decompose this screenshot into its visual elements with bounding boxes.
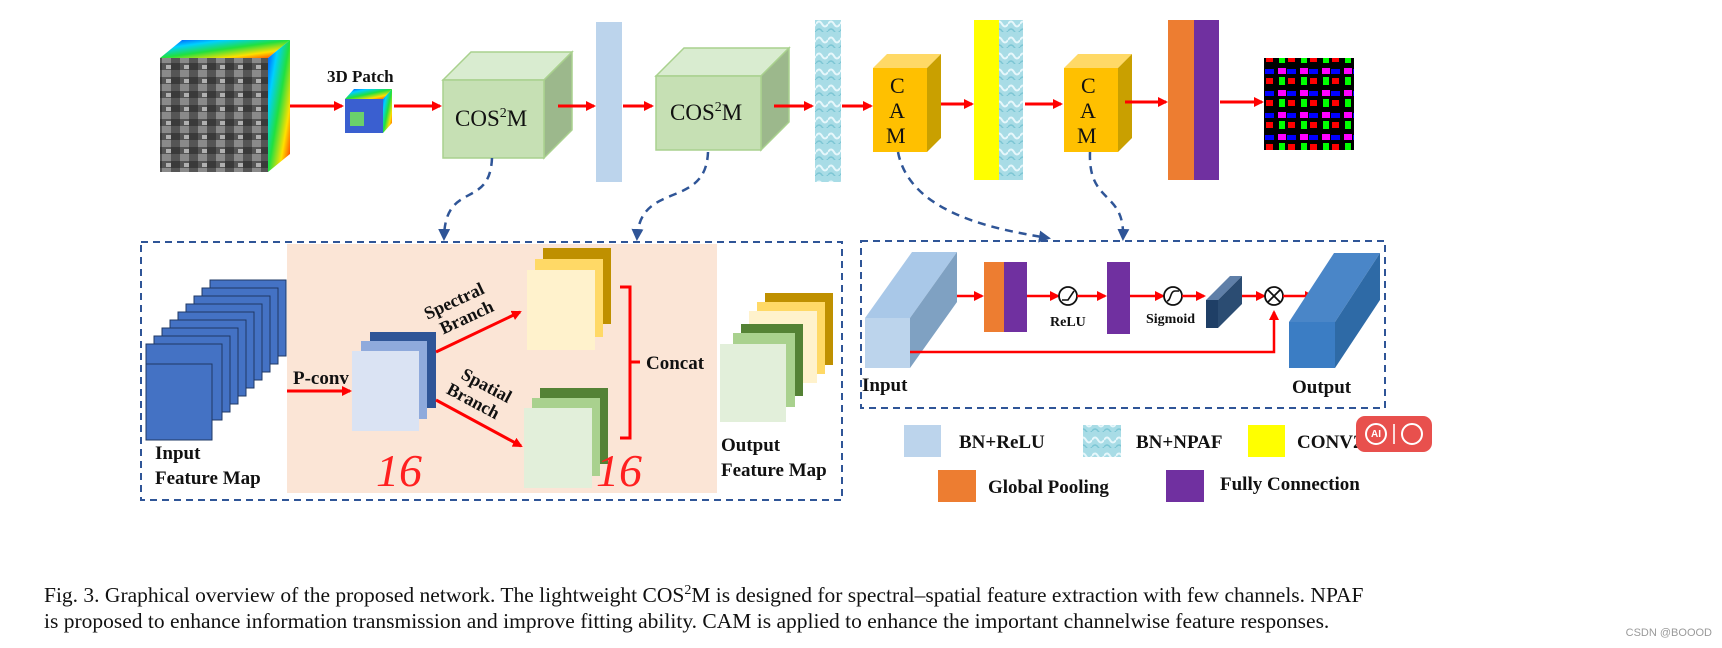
- legend-swatch-fully-connection: [1166, 470, 1204, 502]
- global-pooling-layer: [1168, 20, 1194, 180]
- legend: BN+ReLU BN+NPAF CONV2D Global Pooling Fu…: [904, 425, 1376, 502]
- cam-fc-bar-1: [1004, 262, 1027, 332]
- classification-map: [1264, 58, 1354, 150]
- cos2m-label-1: COS2M: [455, 106, 527, 131]
- cam1-letter-m: M: [886, 123, 906, 148]
- channel-weight-block: [1206, 276, 1242, 328]
- bn-relu-layer-1: [596, 22, 622, 182]
- dashed-cos2-to-detail: [631, 151, 710, 241]
- output-feature-stack: [720, 293, 833, 422]
- spatial-feature-stack: [524, 388, 608, 488]
- cam1-letter-c: C: [890, 73, 905, 98]
- caption-line-1: Fig. 3. Graphical overview of the propos…: [44, 583, 1364, 608]
- search-icon: [1401, 423, 1423, 445]
- legend-swatch-conv2d: [1248, 425, 1285, 457]
- cam-pool-bar: [984, 262, 1004, 332]
- concat-label: Concat: [646, 353, 705, 374]
- arrow-to-spatial: [435, 398, 523, 448]
- output-feature-map-label-1: Output: [721, 435, 781, 456]
- fully-connection-layer: [1194, 20, 1219, 180]
- multiply-icon: [1264, 286, 1284, 306]
- cam-output-block: [1289, 253, 1380, 368]
- relu-label: ReLU: [1050, 315, 1086, 330]
- 3d-patch: [345, 89, 392, 133]
- cam2-letter-c: C: [1081, 73, 1096, 98]
- arrow-to-spectral: [435, 310, 522, 354]
- cos2m-label-2: COS2M: [670, 100, 742, 125]
- cam-block-2: C A M: [1064, 54, 1132, 152]
- concat-bracket: [620, 285, 640, 440]
- hsi-cube: [160, 40, 290, 172]
- dashed-cam2-to-detail: [1088, 151, 1130, 241]
- figure-caption: Fig. 3. Graphical overview of the propos…: [44, 578, 1684, 634]
- handwritten-16-right: 16: [596, 445, 642, 496]
- ai-search-icon[interactable]: AI: [1356, 416, 1432, 452]
- input-feature-map-label-1: Input: [155, 443, 201, 464]
- relu-icon: [1058, 286, 1078, 306]
- sigmoid-icon: [1163, 286, 1183, 306]
- output-feature-map-label-2: Feature Map: [721, 460, 827, 481]
- ai-icon: AI: [1365, 423, 1387, 445]
- handwritten-16-left: 16: [376, 445, 422, 496]
- cam-output-label: Output: [1292, 377, 1352, 398]
- legend-label-fully-connection: Fully Connection: [1220, 474, 1360, 495]
- cam1-letter-a: A: [889, 98, 905, 123]
- pconv-label: P-conv: [293, 368, 349, 389]
- bn-npaf-layer-2: [999, 20, 1023, 180]
- cos2m-block-2: COS2M: [654, 46, 791, 152]
- cam-detail-panel: [860, 240, 1386, 409]
- ai-badge-separator: [1393, 424, 1395, 444]
- cos2m-block-1: COS2M: [441, 50, 574, 160]
- spectral-feature-stack: [527, 248, 611, 350]
- sigmoid-label: Sigmoid: [1146, 312, 1195, 327]
- skip-connection-arrow: [910, 310, 1279, 354]
- legend-label-global-pooling: Global Pooling: [988, 477, 1109, 498]
- cam2-letter-a: A: [1080, 98, 1096, 123]
- legend-label-bn-npaf: BN+NPAF: [1136, 432, 1222, 453]
- input-feature-stack: [145, 279, 287, 441]
- dashed-cam1-to-detail: [896, 151, 1051, 243]
- dashed-cos1-to-detail: [438, 157, 494, 241]
- legend-swatch-bn-npaf: [1083, 425, 1121, 457]
- cam-block-1: C A M: [873, 54, 941, 152]
- bn-npaf-layer-1: [815, 20, 841, 182]
- caption-line-2: is proposed to enhance information trans…: [44, 609, 1330, 634]
- cam-input-label: Input: [862, 375, 908, 396]
- cam-input-block: [865, 252, 957, 368]
- legend-label-bn-relu: BN+ReLU: [959, 432, 1045, 453]
- conv2d-layer: [974, 20, 999, 180]
- legend-swatch-global-pooling: [938, 470, 976, 502]
- input-feature-map-label-2: Feature Map: [155, 468, 261, 489]
- cam2-letter-m: M: [1077, 123, 1097, 148]
- cos2m-detail-panel: [140, 241, 843, 501]
- 3d-patch-label: 3D Patch: [327, 67, 394, 86]
- pconv-feature-stack: [352, 332, 436, 431]
- legend-swatch-bn-relu: [904, 425, 941, 457]
- watermark: CSDN @BOOOD: [1625, 627, 1712, 639]
- cam-fc-bar-2: [1107, 262, 1130, 334]
